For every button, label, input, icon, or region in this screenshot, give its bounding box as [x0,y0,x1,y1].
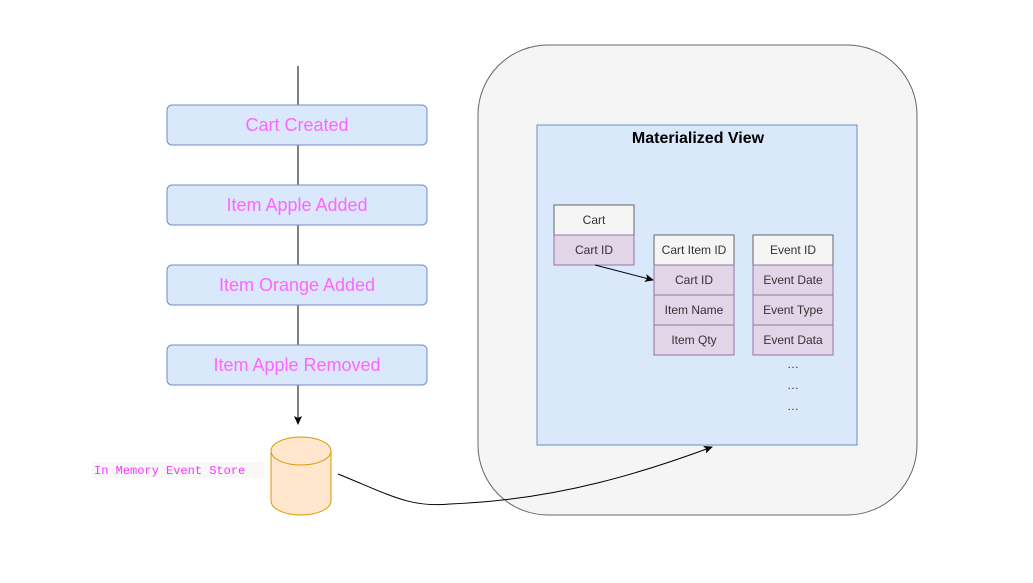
cart-table-row: Cart ID [575,243,613,257]
event-item-apple-added[interactable]: Item Apple Added [166,184,428,226]
event-table[interactable]: Event ID Event Date Event Type Event Dat… [752,234,834,413]
event-table-row: Event Data [763,333,823,347]
cart-item-table-row: Item Name [665,303,724,317]
event-label: Item Apple Added [226,195,367,215]
event-table-row: Event Type [763,303,823,317]
cart-item-table-header: Cart Item ID [662,243,727,257]
event-item-orange-added[interactable]: Item Orange Added [166,264,428,306]
event-item-apple-removed[interactable]: Item Apple Removed [166,344,428,386]
store-label: In Memory Event Store [94,464,245,478]
ellipsis: … [787,399,799,413]
materialized-view-title: Materialized View [632,130,765,147]
event-label: Item Apple Removed [213,355,380,375]
cart-item-table[interactable]: Cart Item ID Cart ID Item Name Item Qty [653,234,735,356]
store-label-bg [92,462,264,478]
store-to-view-arrow [337,446,713,506]
cart-id-relation-arrow [594,264,654,282]
event-label: Item Orange Added [219,275,375,295]
cart-item-table-row: Item Qty [671,333,716,347]
cart-item-table-row: Cart ID [675,273,713,287]
event-table-row: Event Date [763,273,823,287]
ellipsis: … [787,357,799,371]
event-label: Cart Created [245,115,348,135]
cart-table[interactable]: Cart Cart ID [553,204,635,266]
event-table-header: Event ID [770,243,816,257]
ellipsis: … [787,378,799,392]
event-cart-created[interactable]: Cart Created [166,104,428,146]
cart-table-header: Cart [583,213,606,227]
event-store-cylinder[interactable] [270,436,332,516]
